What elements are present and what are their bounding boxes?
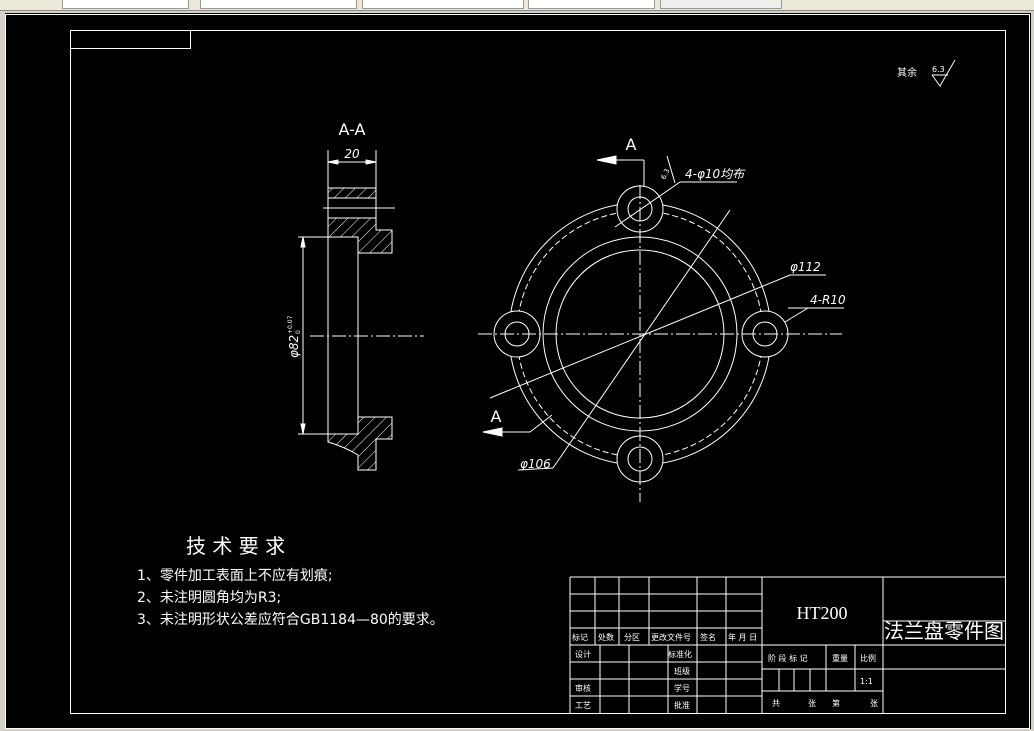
role-label: 学号 — [674, 683, 690, 693]
role-label: 设计 — [575, 649, 591, 659]
sheet-unit: 张 — [870, 699, 878, 708]
rev-header: 标记 — [572, 632, 588, 642]
roughness-symbol — [931, 59, 956, 87]
front-view — [478, 155, 844, 502]
rev-header: 更改文件号 — [651, 632, 691, 642]
rev-header: 处数 — [598, 632, 614, 642]
sheet-total: 共 — [772, 699, 780, 708]
section-mark-bottom: A — [491, 407, 502, 426]
material: HT200 — [797, 603, 848, 623]
scale-header: 比例 — [860, 653, 876, 663]
dim-holes: 4-φ10均布 — [685, 167, 746, 181]
hole-roughness: 6.3 — [660, 167, 672, 180]
sheet-no: 第 — [832, 698, 840, 708]
rev-header: 年 月 日 — [728, 632, 757, 642]
toolbar-combo[interactable] — [62, 0, 189, 9]
dim-width: 20 — [344, 147, 360, 161]
tech-req-item: 1、零件加工表面上不应有划痕; — [137, 567, 333, 584]
role-label: 审核 — [575, 683, 591, 693]
section-title: A-A — [339, 120, 366, 139]
drawing-canvas[interactable] — [5, 13, 1031, 729]
rev-header: 分区 — [624, 633, 640, 642]
drawing-frame — [70, 30, 1006, 714]
dim-boss-radius: 4-R10 — [810, 293, 846, 307]
weight-header: 重量 — [832, 653, 848, 663]
paper-border — [5, 14, 1030, 729]
dim-outer: φ106 — [520, 457, 551, 471]
tech-req-item: 2、未注明圆角均为R3; — [137, 590, 281, 606]
dim-bore: φ82 — [287, 335, 301, 358]
toolbar-combo[interactable] — [200, 0, 357, 9]
roughness-value: 6.3 — [932, 65, 945, 74]
section-view — [298, 150, 424, 471]
part-name: 法兰盘零件图 — [884, 619, 1004, 643]
section-arrows — [482, 155, 617, 437]
toolbar — [0, 0, 1034, 11]
toolbar-combo[interactable] — [528, 0, 655, 9]
title-block-lines — [569, 576, 1005, 713]
tech-req-title: 技 术 要 求 — [186, 534, 285, 558]
dim-bore-tol-upper: +0.07 — [287, 315, 294, 334]
dim-pcd: φ112 — [790, 260, 821, 274]
toolbar-combo[interactable] — [660, 0, 782, 9]
role-label: 班级 — [674, 666, 690, 676]
stage-header: 阶 段 标 记 — [768, 653, 808, 663]
role-label: 标准化 — [668, 649, 692, 659]
dim-arrows — [300, 159, 377, 435]
scale-value: 1:1 — [860, 677, 873, 686]
role-label: 工艺 — [575, 701, 591, 710]
role-label: 批准 — [674, 700, 690, 710]
tech-req-item: 3、未注明形状公差应符合GB1184—80的要求。 — [137, 611, 444, 628]
section-mark-top: A — [626, 135, 637, 154]
roughness-label: 其余 — [897, 66, 917, 79]
dim-bore-tol-lower: 0 — [295, 330, 302, 334]
code-box — [70, 30, 191, 49]
toolbar-combo[interactable] — [362, 0, 524, 9]
sheet-unit: 张 — [808, 699, 816, 708]
rev-header: 签名 — [700, 632, 716, 642]
